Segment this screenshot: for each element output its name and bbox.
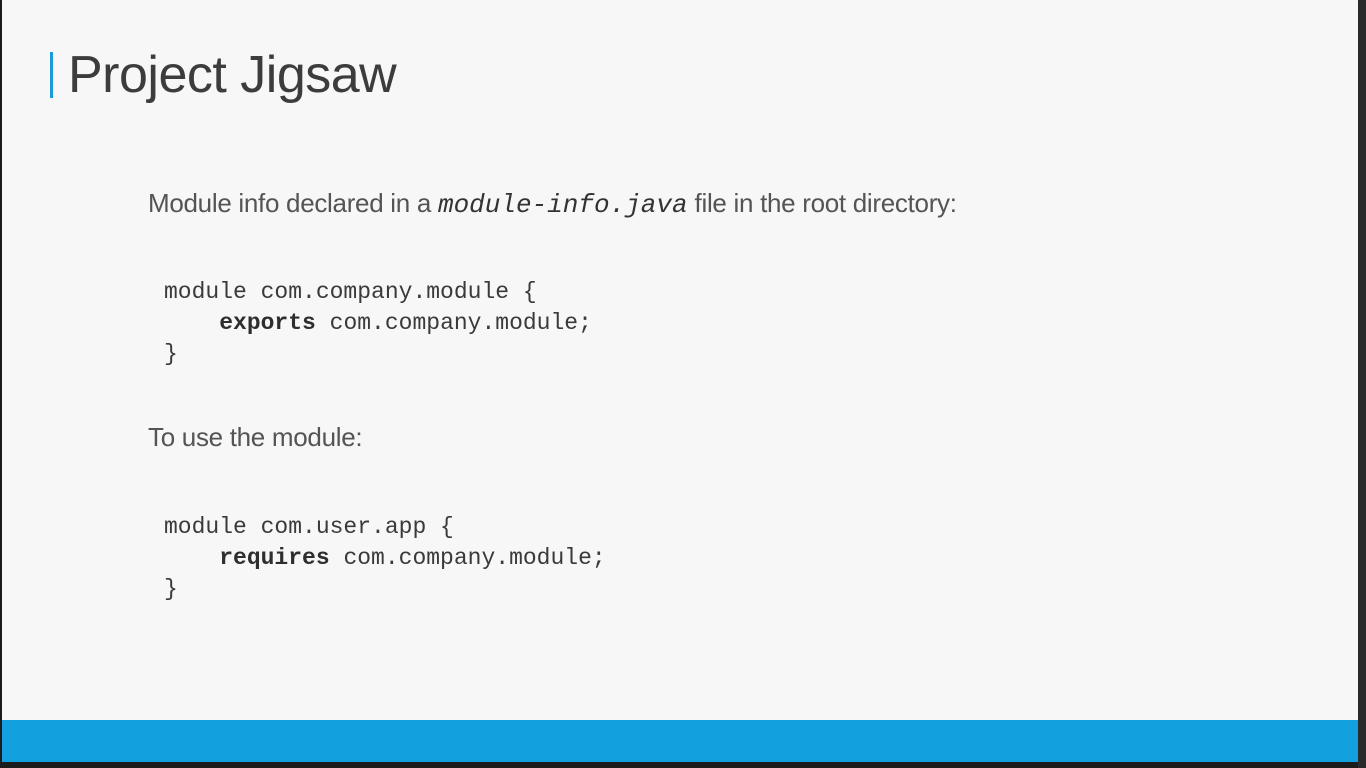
code-line-rest: com.company.module; bbox=[329, 545, 606, 571]
bottom-accent-bar bbox=[2, 720, 1358, 762]
intro-text-before: Module info declared in a bbox=[148, 188, 432, 218]
code-keyword-exports: exports bbox=[219, 310, 316, 336]
slide-title: Project Jigsaw bbox=[68, 46, 397, 104]
code-block-exports: module com.company.module { exports com.… bbox=[164, 277, 592, 370]
code-line-rest: com.company.module; bbox=[315, 310, 592, 336]
code-line: module com.company.module { bbox=[164, 279, 537, 305]
code-line: } bbox=[164, 576, 178, 602]
usage-text: To use the module: bbox=[148, 422, 363, 452]
code-block-requires: module com.user.app { requires com.compa… bbox=[164, 512, 606, 605]
title-accent-bar bbox=[50, 52, 53, 98]
code-line: } bbox=[164, 341, 178, 367]
code-line: exports com.company.module; bbox=[164, 308, 592, 339]
intro-text: Module info declared in a module-info.ja… bbox=[148, 186, 957, 222]
code-line: requires com.company.module; bbox=[164, 543, 606, 574]
intro-text-after: file in the root directory: bbox=[694, 188, 957, 218]
module-info-filename: module-info.java bbox=[437, 190, 688, 220]
code-keyword-requires: requires bbox=[219, 545, 330, 571]
code-line: module com.user.app { bbox=[164, 514, 454, 540]
window-edge bbox=[1358, 0, 1366, 768]
